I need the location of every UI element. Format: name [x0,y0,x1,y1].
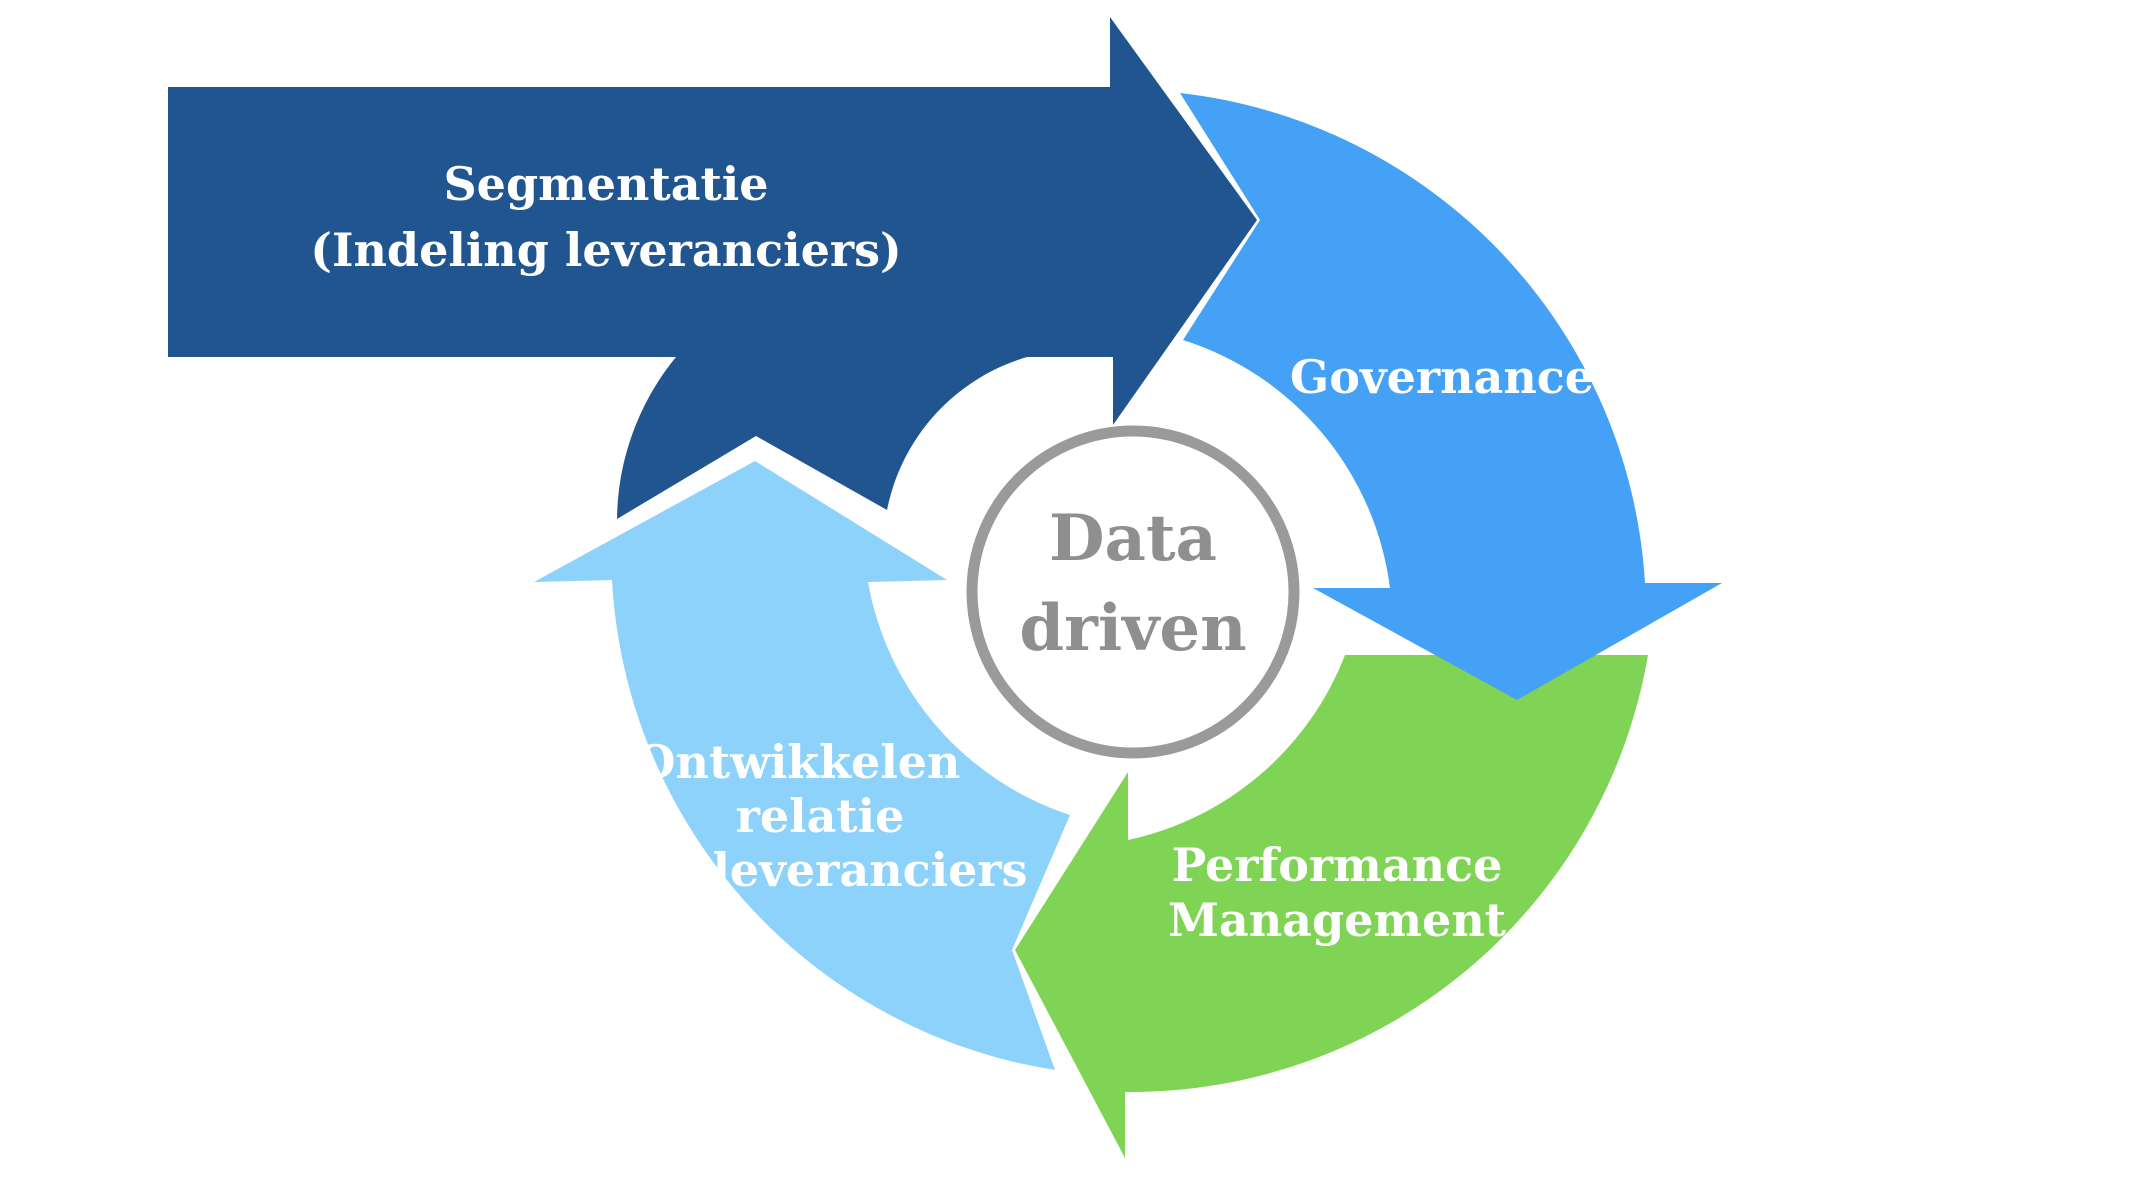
center-label-data: Data [1049,501,1217,576]
segmentatie-label-line1: Segmentatie [443,157,768,211]
ontwikkelen-label-line2: relatie [736,789,905,843]
ontwikkelen-label-line3: leveranciers [712,843,1027,897]
ontwikkelen-label-line1: Ontwikkelen [635,735,960,789]
performance-label-line1: Performance [1172,838,1503,892]
center-ring [966,425,1300,759]
segment-performance-arrow [1015,655,1648,1158]
segment-governance-arrow [1180,93,1722,700]
governance-label: Governance [1290,350,1594,404]
segmentatie-label-line2: (Indeling leveranciers) [310,223,902,277]
segment-segmentatie-arrow [168,17,1257,519]
segment-ontwikkelen-arrow [534,461,1070,1070]
center-label-driven: driven [1019,591,1246,666]
performance-label-line2: Management [1168,893,1507,947]
